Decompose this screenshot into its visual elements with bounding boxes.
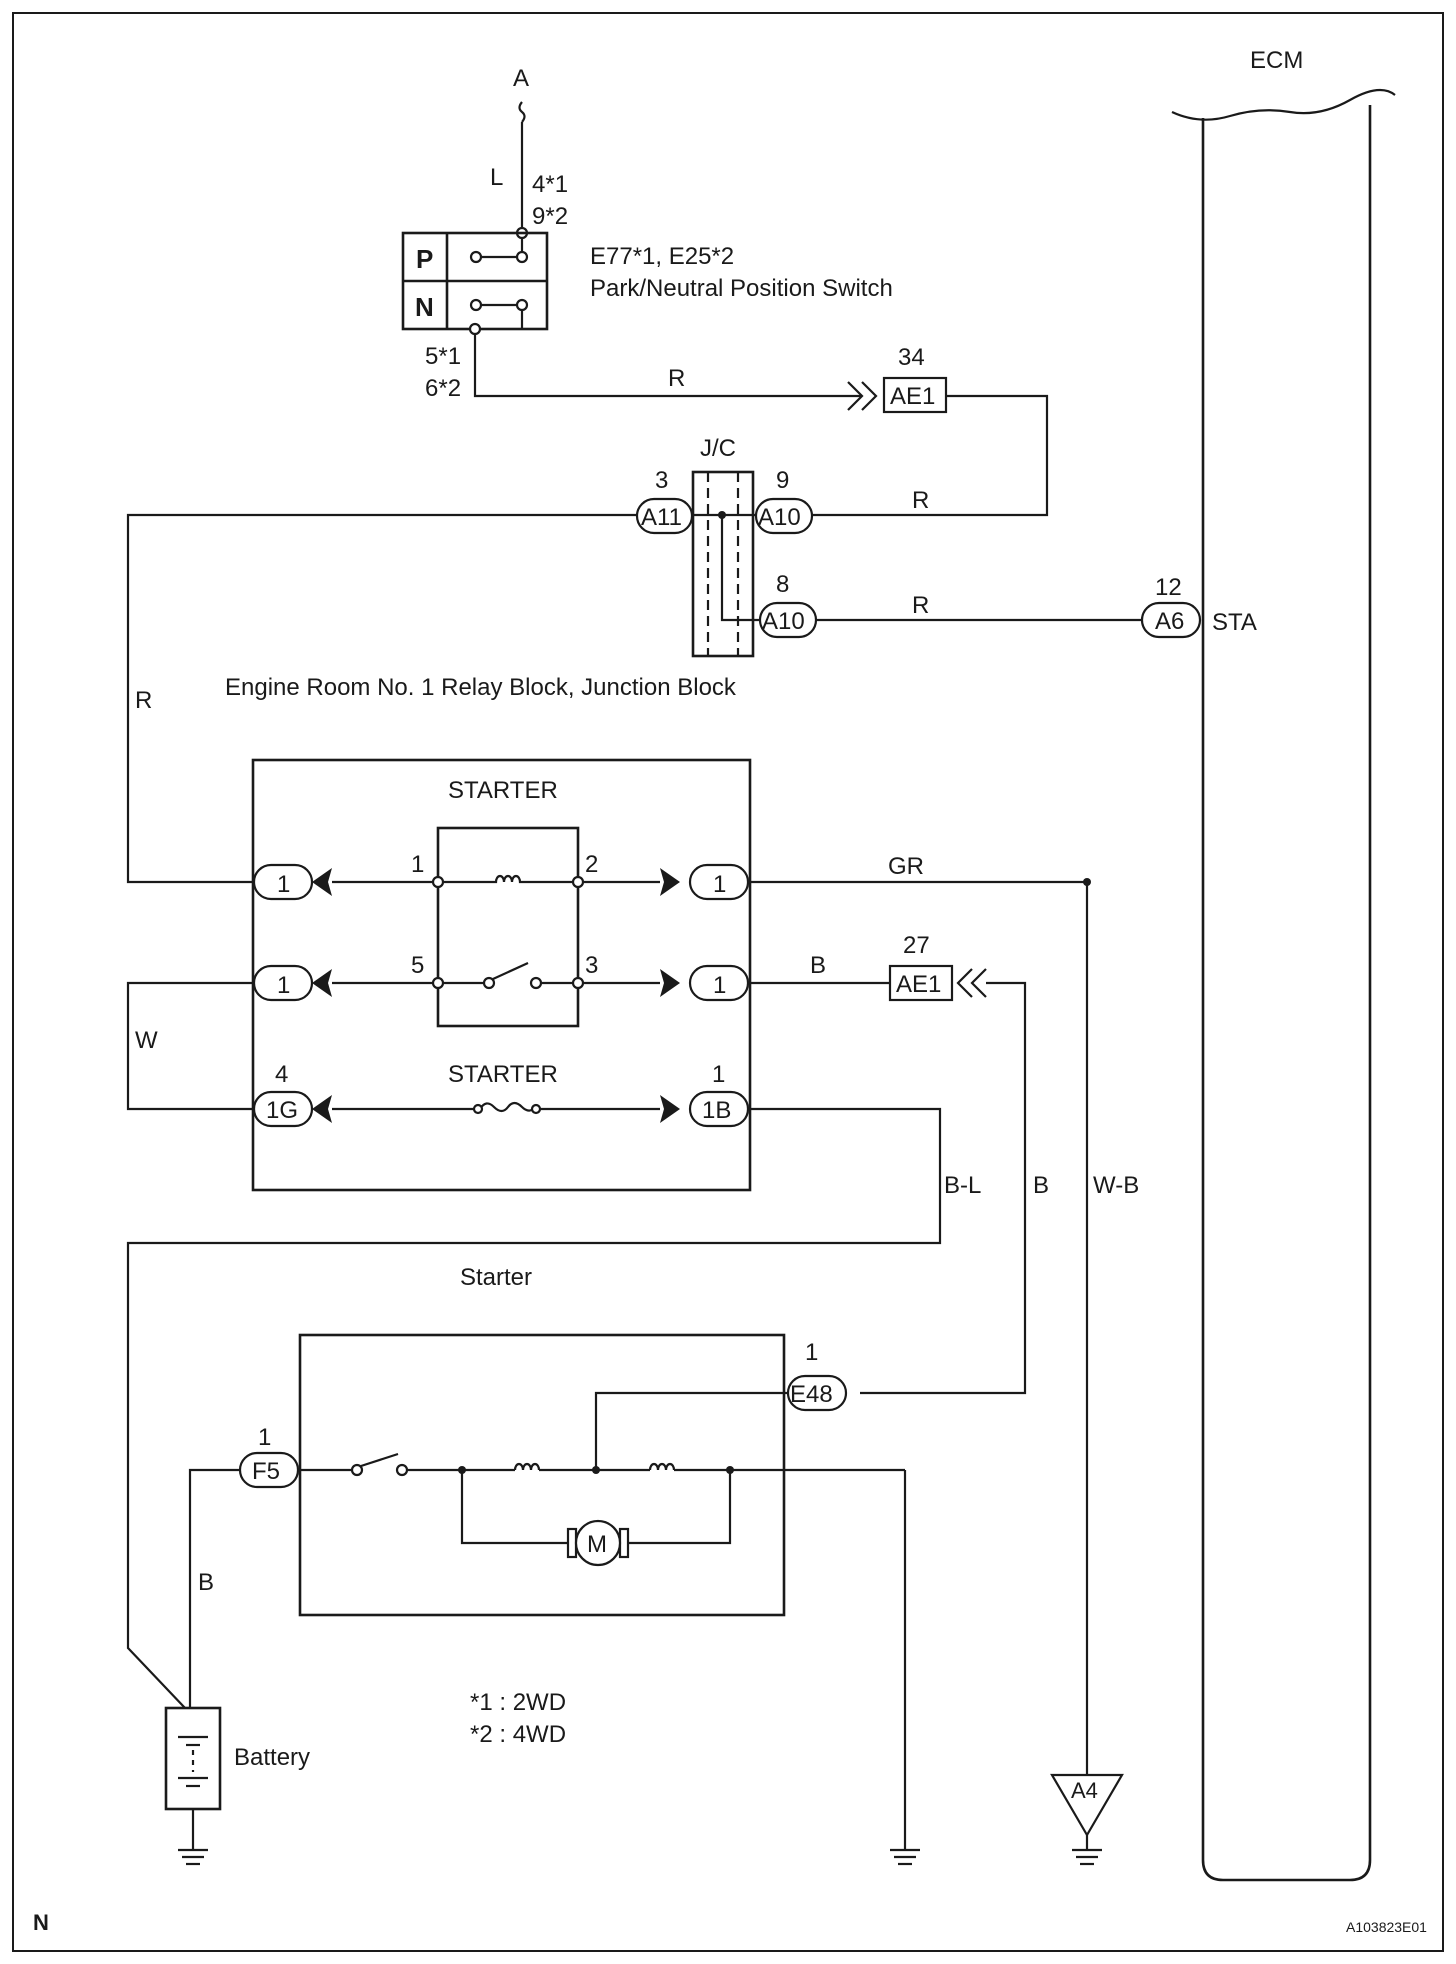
fuse-right-label: 1B [702,1097,731,1124]
a11-label: A11 [641,504,682,531]
relay-pin-5: 5 [411,952,424,979]
a10-top-label: A10 [758,504,801,531]
a11-pin: 3 [655,467,668,494]
figure-id: A103823E01 [1346,1919,1427,1935]
e48-label: E48 [790,1381,833,1408]
starter-unit: 1 E48 1 F5 M [238,1333,905,1617]
battery-label: Battery [234,1744,310,1771]
pn-n-label: N [415,292,434,322]
wire-b-battery-label: B [198,1569,214,1596]
relay-pin-1: 1 [411,851,424,878]
note-4wd: *2 : 4WD [470,1721,566,1748]
wire-r-jc-top-label: R [912,487,929,514]
pn-pin-bottom-1: 5*1 [425,343,461,370]
a4-ground-point: A4 [1050,1773,1124,1866]
relay-block: STARTER 1 1 2 1 1 5 3 1 STARTER [251,758,752,1192]
starter-ground-icon [890,1848,920,1866]
relay-left-5-label: 1 [277,972,290,999]
relay-block-label: Engine Room No. 1 Relay Block, Junction … [225,674,737,701]
motor-label: M [587,1531,607,1558]
jc-label: J/C [700,435,736,462]
terminal-a-label: A [513,65,529,92]
wire-r-pn-label: R [668,365,685,392]
fuse-right-pin: 1 [712,1061,725,1088]
note-2wd: *1 : 2WD [470,1689,566,1716]
a6-label: A6 [1155,608,1184,635]
relay-pin-2: 2 [585,851,598,878]
park-neutral-switch: A L 4*1 9*2 P N 5*1 6*2 E77*1, E25*2 Par… [401,65,893,402]
f5-label: F5 [252,1458,280,1485]
ae1-top-label: AE1 [890,383,935,410]
diagram-frame [12,12,1444,1952]
connector-ae1-top: 34 AE1 [882,344,948,414]
a10-bottom-pin: 8 [776,571,789,598]
fuse-left-pin: 4 [275,1061,288,1088]
ecm-label: ECM [1250,47,1303,74]
a6-pin: 12 [1155,574,1182,601]
battery-ground-icon [178,1848,208,1866]
pn-pin-bottom-2: 6*2 [425,375,461,402]
north-label: N [33,1910,49,1935]
a10-top-pin: 9 [776,467,789,494]
relay-pin-3: 3 [585,952,598,979]
wire-l-label: L [490,164,503,191]
connector-a10-bottom: 8 A10 [758,571,818,639]
connector-a6: 12 A6 [1140,574,1202,639]
relay-right-1-label: 1 [713,871,726,898]
ae1-bottom-label: AE1 [896,971,941,998]
battery: Battery [164,1706,310,1811]
starter-relay-label: STARTER [448,777,558,804]
a10-bottom-label: A10 [762,608,805,635]
pn-pin-top-2: 9*2 [532,203,568,230]
connector-ae1-bottom: 27 AE1 [888,932,954,1002]
fuse-left-label: 1G [266,1097,298,1124]
e48-pin: 1 [805,1339,818,1366]
junction-connector: J/C [669,435,760,658]
connector-a11: 3 A11 [635,467,694,535]
pn-pin-top-1: 4*1 [532,171,568,198]
ae1-bottom-pin: 27 [903,932,930,959]
ecm-block: ECM [1171,47,1396,1882]
ae1-top-pin: 34 [898,344,925,371]
f5-pin: 1 [258,1424,271,1451]
wire-wb-label: W-B [1093,1172,1139,1199]
wire-b-vertical-label: B [1033,1172,1049,1199]
pn-p-label: P [416,244,433,274]
starter-label: Starter [460,1264,532,1291]
sta-label: STA [1212,609,1257,636]
relay-left-1-label: 1 [277,871,290,898]
wire-bl-label: B-L [944,1172,981,1199]
pn-switch-code: E77*1, E25*2 [590,243,734,270]
wire-w-label: W [135,1027,158,1054]
wire-gr-label: GR [888,853,924,880]
wire-b-relay-label: B [810,952,826,979]
connector-a10-top: 9 A10 [754,467,814,535]
starter-fuse-label: STARTER [448,1061,558,1088]
pn-switch-name: Park/Neutral Position Switch [590,275,893,302]
a4-label: A4 [1071,1778,1098,1803]
wire-r-left-label: R [135,687,152,714]
wire-r-jc-bottom-label: R [912,592,929,619]
relay-right-3-label: 1 [713,972,726,999]
